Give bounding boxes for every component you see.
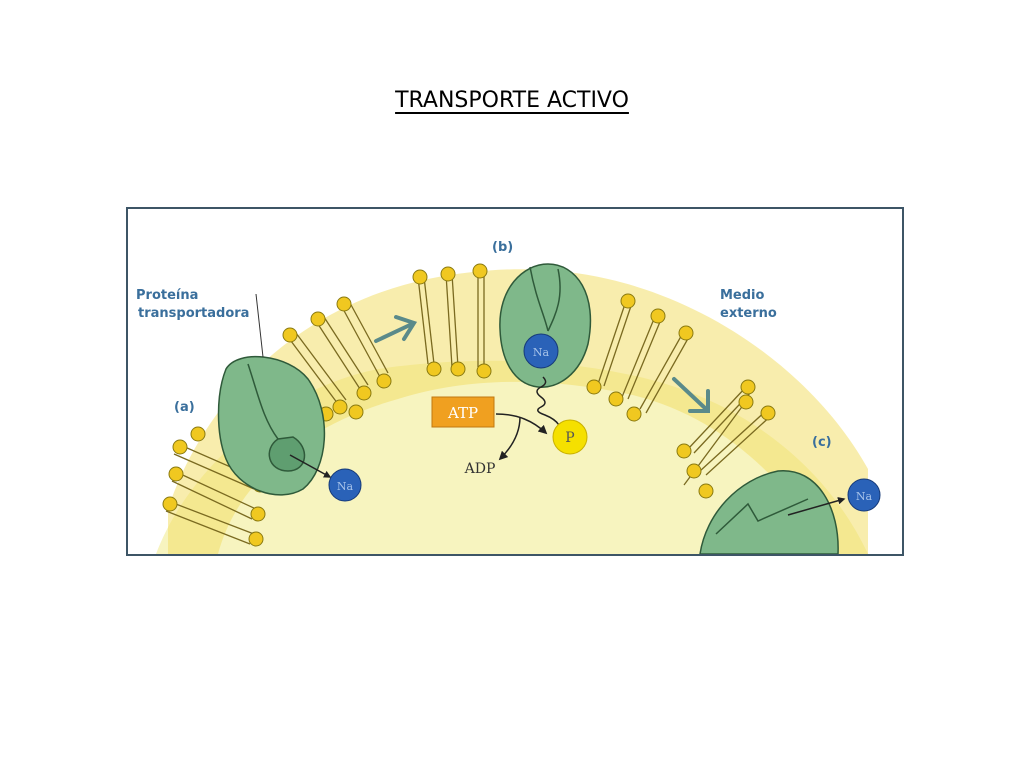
atp-label: ATP — [447, 404, 478, 422]
arrow-b-to-c — [672, 377, 710, 413]
svg-text:Na: Na — [533, 346, 550, 359]
carrier-protein-b — [499, 263, 592, 388]
svg-text:Na: Na — [337, 480, 354, 493]
lipid-heads-left-upper — [282, 296, 392, 422]
arrow-a-to-b — [374, 315, 418, 343]
adp-label: ADP — [464, 461, 496, 477]
carrier-protein-c — [699, 470, 839, 554]
medium-label-line1: Medio — [720, 288, 765, 303]
atp-box — [431, 396, 495, 428]
sodium-ion-b — [523, 333, 559, 369]
phosphate — [552, 419, 588, 455]
step-a-label: (a) — [174, 400, 195, 415]
membrane-band — [168, 269, 868, 554]
sodium-ion-c — [847, 478, 881, 512]
step-c-label: (c) — [812, 435, 832, 450]
carrier-protein-a — [217, 293, 326, 496]
slide-title: TRANSPORTE ACTIVO — [395, 88, 629, 113]
lipid-group-left-upper — [287, 302, 389, 405]
svg-text:P: P — [565, 430, 574, 446]
lipid-group-right — [597, 300, 691, 414]
lipid-heads-right — [586, 293, 694, 422]
lipid-heads-right-lower — [676, 379, 776, 499]
active-transport-diagram: Na Na ATP ADP P Na Proteína transportado… — [136, 240, 881, 554]
medium-label-line2: externo — [720, 306, 777, 321]
svg-text:Na: Na — [856, 490, 873, 503]
lipid-group-center — [417, 271, 485, 368]
step-b-label: (b) — [492, 240, 513, 255]
sodium-ion-a — [328, 468, 362, 502]
diagram-frame: Na Na ATP ADP P Na Proteína transportado… — [126, 207, 904, 556]
lipid-heads-center — [412, 263, 492, 379]
protein-label-line2: transportadora — [138, 306, 249, 321]
protein-label-line1: Proteína — [136, 288, 198, 303]
